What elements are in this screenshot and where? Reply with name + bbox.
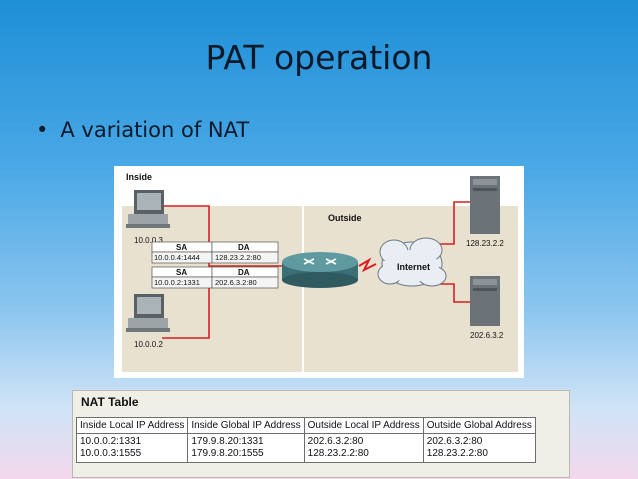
nat-cell-outside-local: 202.6.3.2:80 128.23.2.2:80 [303,433,424,463]
cell-value: 10.0.0.2:1331 [80,436,142,447]
pat-diagram: Inside Outside 10.0.0.3 10.0.0.2 SA DA 1… [114,166,524,378]
table-row: 10.0.0.2:1331 10.0.0.3:1555 179.9.8.20:1… [75,433,536,463]
cell-value: 128.23.2.2:80 [307,448,369,459]
nat-table: Inside Local IP Address Inside Global IP… [75,417,536,463]
pc-bottom-icon [126,294,170,332]
cell-value: 202.6.3.2:80 [307,436,364,447]
internet-label: Internet [397,262,430,272]
cell-value: 179.9.8.20:1555 [191,448,264,459]
pc-bottom-ip: 10.0.0.2 [134,340,163,349]
nat-cell-outside-global: 202.6.3.2:80 128.23.2.2:80 [422,433,536,463]
cell-value: 10.0.0.3:1555 [80,448,142,459]
bullet-item: • A variation of NAT [36,118,249,142]
packet-1-sa: 10.0.0.4:1444 [154,253,200,262]
inside-label: Inside [126,172,152,182]
nat-cell-inside-local: 10.0.0.2:1331 10.0.0.3:1555 [75,433,189,463]
inside-zone [122,206,302,372]
internet-cloud-icon [377,237,447,287]
packet-2: SA DA 10.0.0.2:1331 202.6.3.2:80 [151,266,279,289]
internet-server-top-link [439,201,470,245]
cell-value: 128.23.2.2:80 [426,448,488,459]
slide-title: PAT operation [205,38,433,77]
internet-server-bottom-link [439,283,470,303]
packet-2-da-header: DA [238,268,250,277]
server-top-ip: 128.23.2.2 [466,239,504,248]
packet-2-sa: 10.0.0.2:1331 [154,278,200,287]
bullet-text: A variation of NAT [60,118,250,142]
cell-value: 202.6.3.2:80 [426,436,483,447]
header-outside-local: Outside Local IP Address [303,417,424,434]
wan-serial-link [358,257,377,273]
packet-1-da: 128.23.2.2:80 [215,253,261,262]
bullet-dot: • [36,118,49,142]
server-top-icon [470,176,500,234]
outside-label: Outside [328,213,362,223]
nat-table-header-row: Inside Local IP Address Inside Global IP… [75,417,536,434]
header-inside-global: Inside Global IP Address [187,417,305,434]
header-inside-local: Inside Local IP Address [75,417,189,434]
nat-table-panel: NAT Table Inside Local IP Address Inside… [72,390,570,478]
cell-value: 179.9.8.20:1331 [191,436,264,447]
pc-top-icon [126,190,170,228]
router-icon [282,252,358,288]
header-outside-global: Outside Global Address [422,417,536,434]
packet-1: SA DA 10.0.0.4:1444 128.23.2.2:80 [151,241,279,264]
packet-2-da: 202.6.3.2:80 [215,278,257,287]
server-bottom-icon [470,276,500,326]
server-bottom-ip: 202.6.3.2 [470,331,504,340]
pc-top-ip: 10.0.0.3 [134,236,163,245]
nat-cell-inside-global: 179.9.8.20:1331 179.9.8.20:1555 [187,433,305,463]
nat-table-title: NAT Table [81,395,139,409]
packet-2-sa-header: SA [176,268,187,277]
packet-1-da-header: DA [238,243,250,252]
packet-1-sa-header: SA [176,243,187,252]
